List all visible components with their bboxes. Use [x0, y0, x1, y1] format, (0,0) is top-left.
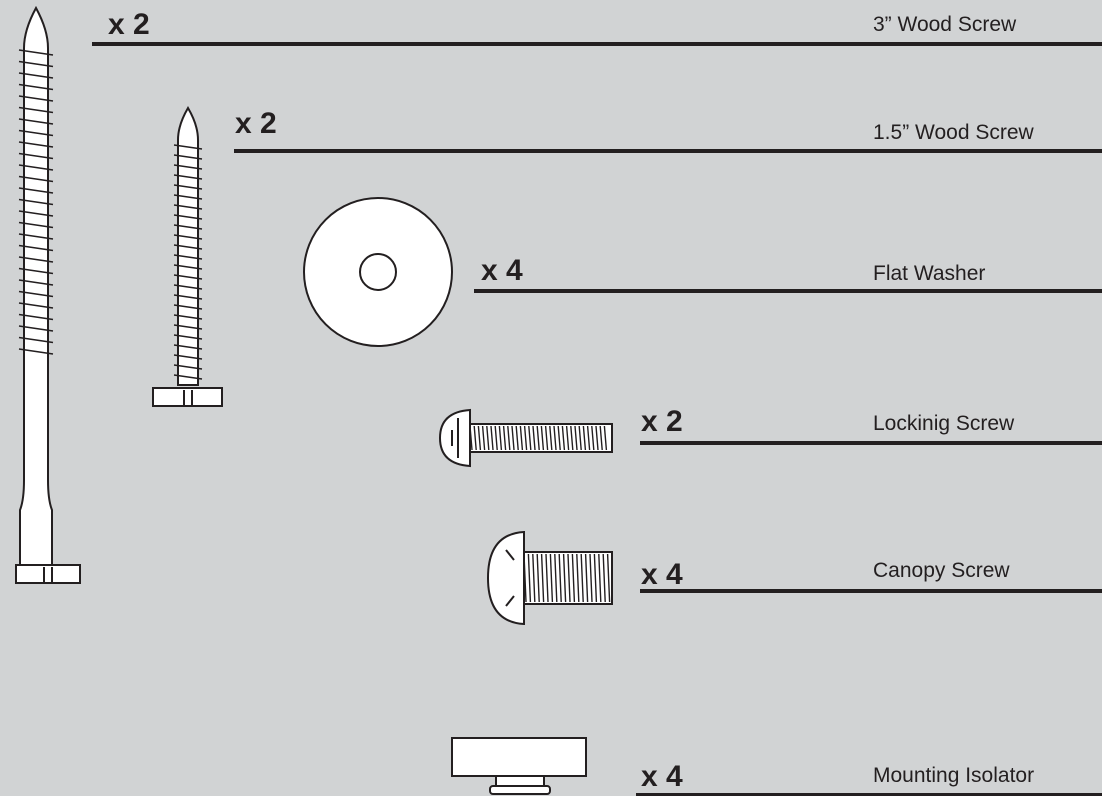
short-wood-screw-icon — [152, 106, 223, 407]
quantity-1-5in-wood-screw: x 2 — [235, 107, 277, 140]
divider-flat-washer — [474, 289, 1102, 293]
divider-1-5in-wood-screw — [234, 149, 1102, 153]
quantity-mounting-isolator: x 4 — [641, 760, 683, 793]
part-name-1-5in-wood-screw: 1.5” Wood Screw — [873, 121, 1034, 144]
divider-canopy-screw — [640, 589, 1102, 593]
long-wood-screw-icon — [15, 5, 81, 584]
part-name-3in-wood-screw: 3” Wood Screw — [873, 13, 1017, 36]
divider-mounting-isolator — [636, 793, 1102, 796]
locking-screw-icon — [438, 408, 613, 468]
quantity-canopy-screw: x 4 — [641, 558, 683, 591]
quantity-locking-screw: x 2 — [641, 405, 683, 438]
part-name-flat-washer: Flat Washer — [873, 262, 986, 285]
canopy-screw-icon — [486, 530, 613, 626]
divider-locking-screw — [640, 441, 1102, 445]
part-name-locking-screw: Lockinig Screw — [873, 412, 1015, 435]
divider-3in-wood-screw — [92, 42, 1102, 46]
flat-washer-icon — [303, 197, 453, 347]
part-name-mounting-isolator: Mounting Isolator — [873, 764, 1035, 787]
quantity-flat-washer: x 4 — [481, 254, 523, 287]
part-name-canopy-screw: Canopy Screw — [873, 559, 1010, 582]
mounting-isolator-icon — [451, 737, 587, 795]
quantity-3in-wood-screw: x 2 — [108, 8, 150, 41]
